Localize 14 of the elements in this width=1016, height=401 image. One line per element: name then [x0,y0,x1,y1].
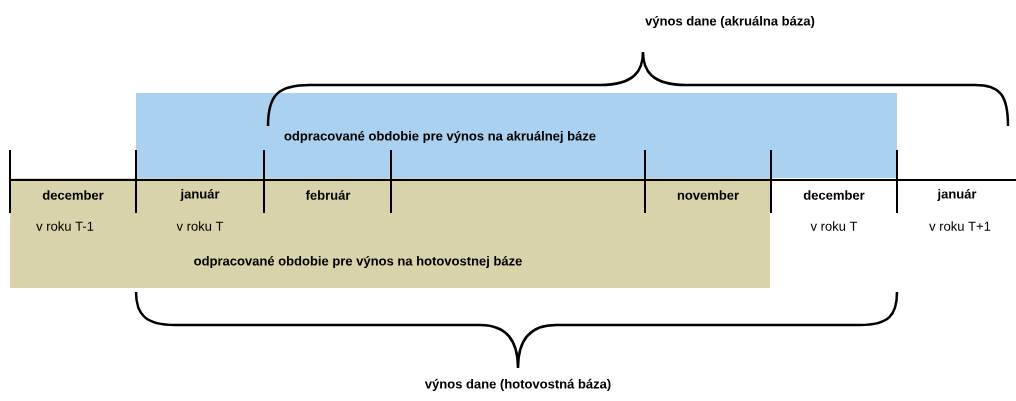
node-text: odpracované obdobie pre výnos na akruálnej báze [284,130,596,144]
month-label: december [803,190,865,200]
bracket-label: výnos dane (hotovostná báza) [424,378,611,392]
month-label: november [677,190,739,200]
year-label: v roku T+1 [929,221,991,231]
month-label: december [42,190,104,200]
node-text: odpracované obdobie pre výnos na hotovostnej báze [194,255,522,269]
bracket-label: výnos dane (akruálna báza) [645,15,815,29]
year-label: v roku T-1 [36,221,94,231]
year-label: v roku T [810,221,858,231]
month-label: január [180,188,220,202]
year-label: v roku T [176,221,224,231]
month-label: február [305,190,351,200]
month-label: január [937,188,977,202]
